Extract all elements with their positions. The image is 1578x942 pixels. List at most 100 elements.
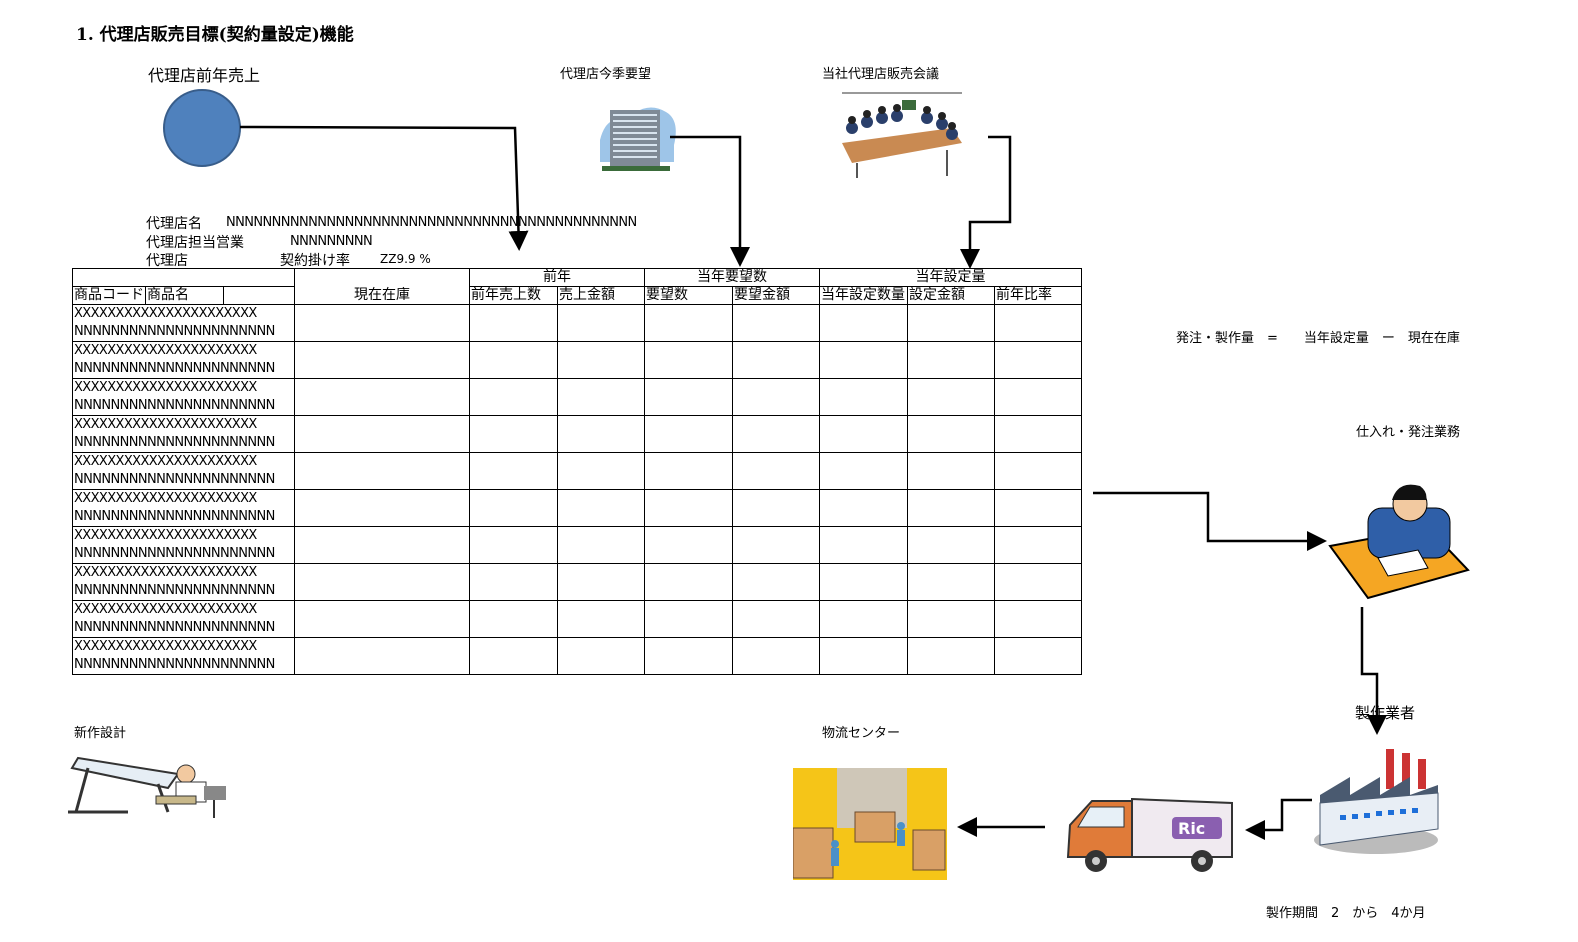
data-cell[interactable] — [819, 526, 908, 564]
data-cell[interactable] — [907, 452, 995, 490]
data-cell[interactable] — [644, 415, 733, 453]
data-cell[interactable] — [819, 378, 908, 416]
data-cell[interactable] — [644, 378, 733, 416]
data-cell[interactable] — [469, 637, 558, 675]
data-cell[interactable] — [732, 563, 820, 601]
data-cell[interactable] — [557, 341, 645, 379]
data-cell[interactable] — [819, 415, 908, 453]
data-cell[interactable] — [294, 304, 470, 342]
data-cell[interactable] — [644, 526, 733, 564]
data-cell[interactable] — [644, 637, 733, 675]
prev-sales-label: 代理店前年売上 — [148, 66, 261, 85]
data-cell[interactable] — [469, 526, 558, 564]
data-cell[interactable] — [557, 452, 645, 490]
data-cell[interactable] — [469, 489, 558, 527]
data-cell[interactable] — [907, 489, 995, 527]
data-cell[interactable] — [732, 378, 820, 416]
data-cell[interactable] — [469, 563, 558, 601]
data-cell[interactable] — [644, 452, 733, 490]
data-cell[interactable] — [557, 563, 645, 601]
col-prev-sales-qty: 前年売上数 — [469, 286, 558, 305]
product-name: NNNNNNNNNNNNNNNNNNNNNN — [74, 398, 275, 413]
data-cell[interactable] — [294, 341, 470, 379]
data-cell[interactable] — [994, 415, 1082, 453]
data-cell[interactable] — [994, 637, 1082, 675]
data-cell[interactable] — [732, 637, 820, 675]
product-name: NNNNNNNNNNNNNNNNNNNNNN — [74, 657, 275, 672]
data-cell[interactable] — [294, 637, 470, 675]
agency-name-value: NNNNNNNNNNNNNNNNNNNNNNNNNNNNNNNNNNNNNNNN… — [226, 215, 637, 230]
data-cell[interactable] — [644, 489, 733, 527]
data-cell[interactable] — [294, 526, 470, 564]
data-cell[interactable] — [294, 563, 470, 601]
data-cell[interactable] — [994, 378, 1082, 416]
data-cell[interactable] — [994, 452, 1082, 490]
data-cell[interactable] — [557, 415, 645, 453]
data-cell[interactable] — [819, 341, 908, 379]
data-cell[interactable] — [732, 526, 820, 564]
data-cell[interactable] — [732, 452, 820, 490]
data-cell[interactable] — [907, 304, 995, 342]
data-cell[interactable] — [469, 378, 558, 416]
data-cell[interactable] — [994, 526, 1082, 564]
data-cell[interactable] — [994, 489, 1082, 527]
data-cell[interactable] — [644, 600, 733, 638]
data-cell[interactable] — [732, 304, 820, 342]
season-request-label: 代理店今季要望 — [560, 67, 652, 82]
data-cell[interactable] — [294, 452, 470, 490]
data-cell[interactable] — [469, 600, 558, 638]
data-cell[interactable] — [819, 600, 908, 638]
delivery-truck-icon: Ric — [1066, 797, 1233, 872]
data-cell[interactable] — [819, 637, 908, 675]
data-cell[interactable] — [907, 563, 995, 601]
page-title: 1. 代理店販売目標(契約量設定)機能 — [76, 25, 354, 45]
data-cell[interactable] — [557, 378, 645, 416]
data-cell[interactable] — [557, 637, 645, 675]
data-cell[interactable] — [819, 304, 908, 342]
data-cell[interactable] — [994, 563, 1082, 601]
data-cell[interactable] — [469, 415, 558, 453]
data-cell[interactable] — [819, 563, 908, 601]
data-cell[interactable] — [732, 341, 820, 379]
data-cell[interactable] — [907, 341, 995, 379]
data-cell[interactable] — [819, 489, 908, 527]
data-cell[interactable] — [994, 600, 1082, 638]
data-cell[interactable] — [907, 415, 995, 453]
data-cell[interactable] — [557, 489, 645, 527]
data-cell[interactable] — [732, 415, 820, 453]
prev-sales-circle-icon — [163, 89, 241, 167]
header-blank — [72, 268, 295, 287]
data-cell[interactable] — [294, 378, 470, 416]
data-cell[interactable] — [469, 304, 558, 342]
data-cell[interactable] — [994, 341, 1082, 379]
data-cell[interactable] — [469, 452, 558, 490]
data-cell[interactable] — [994, 304, 1082, 342]
data-cell[interactable] — [294, 489, 470, 527]
data-cell[interactable] — [557, 304, 645, 342]
agency-label: 代理店 — [146, 253, 188, 269]
data-cell[interactable] — [907, 600, 995, 638]
data-cell[interactable] — [644, 304, 733, 342]
data-cell[interactable] — [294, 415, 470, 453]
data-cell[interactable] — [732, 600, 820, 638]
data-cell[interactable] — [732, 489, 820, 527]
data-cell[interactable] — [644, 563, 733, 601]
col-request-qty: 要望数 — [644, 286, 733, 305]
data-cell[interactable] — [557, 526, 645, 564]
data-cell[interactable] — [469, 341, 558, 379]
data-cell[interactable] — [907, 637, 995, 675]
data-cell[interactable] — [644, 341, 733, 379]
data-cell[interactable] — [557, 600, 645, 638]
data-cell[interactable] — [907, 526, 995, 564]
data-cell[interactable] — [294, 600, 470, 638]
data-cell[interactable] — [819, 452, 908, 490]
data-cell[interactable] — [907, 378, 995, 416]
